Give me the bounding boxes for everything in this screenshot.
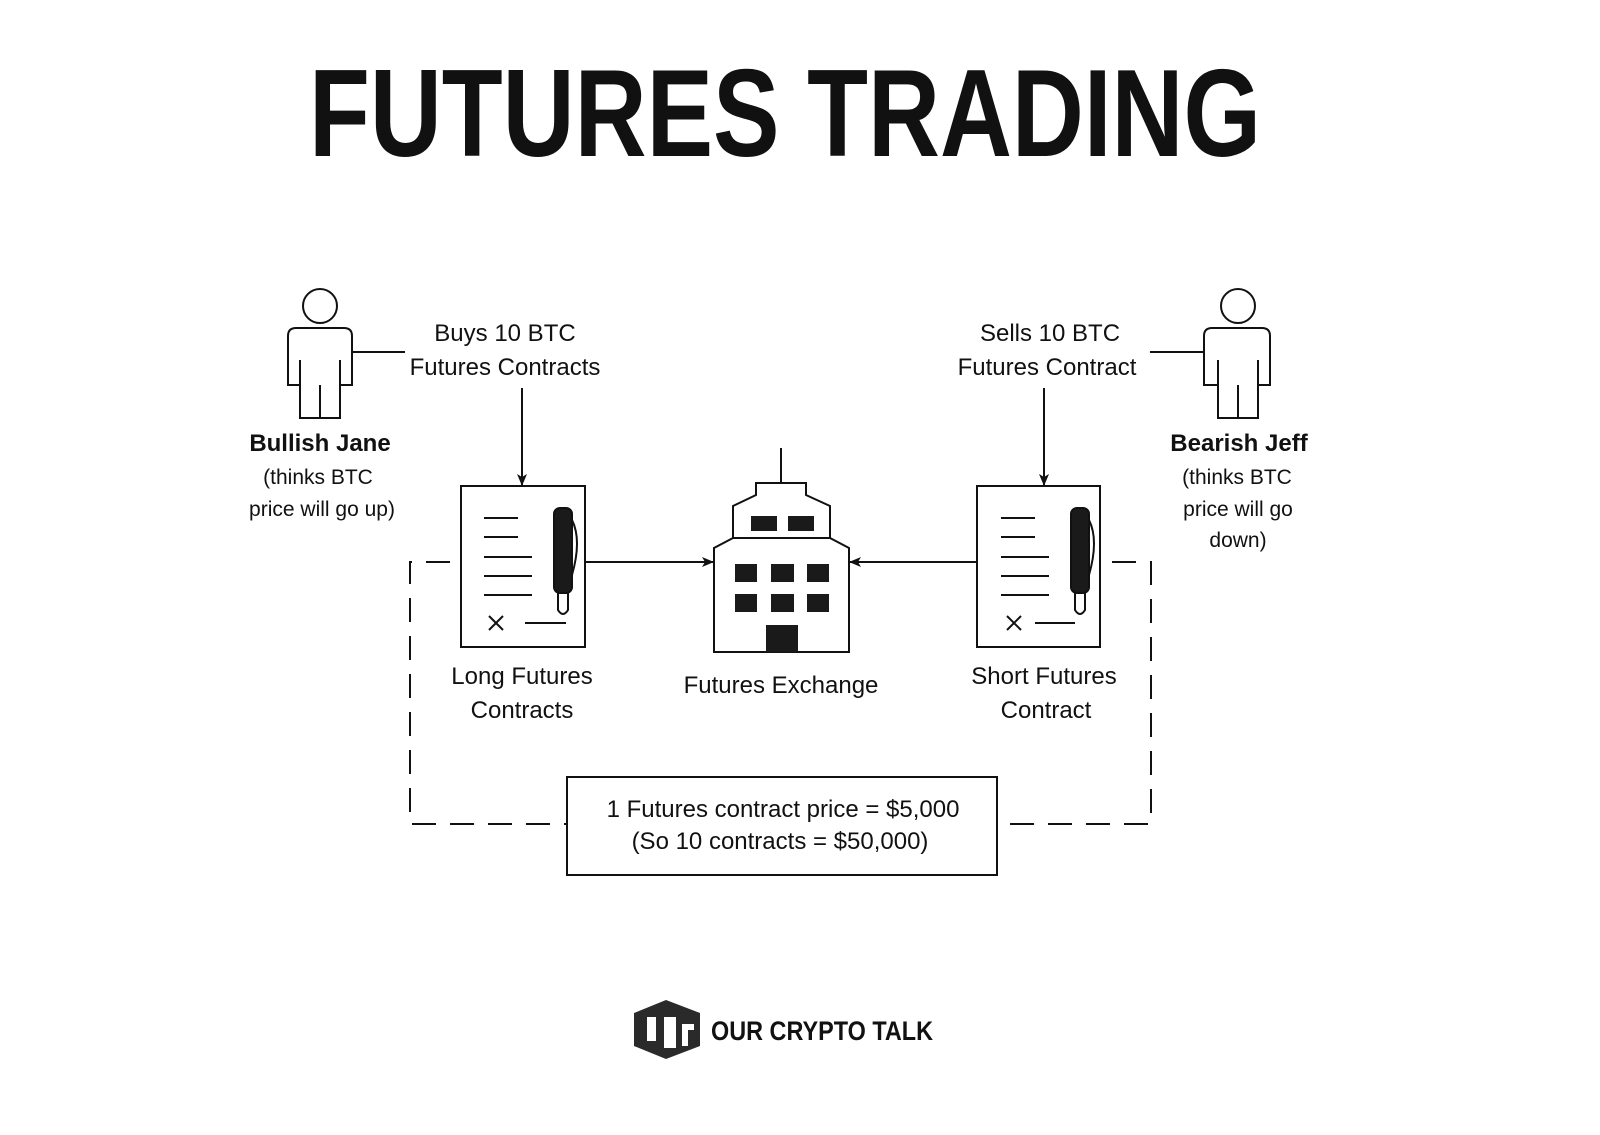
price-line1: 1 Futures contract price = $5,000 <box>607 796 960 823</box>
logo-text: OUR CRYPTO TALK <box>711 1016 933 1046</box>
buyer-action-line1: Buys 10 BTC <box>434 320 575 347</box>
dashed-link-left <box>409 561 567 825</box>
person-icon-jeff <box>1203 288 1271 419</box>
seller-note-line3: down) <box>1209 529 1266 552</box>
long-contract-label-line1: Long Futures <box>451 663 592 690</box>
price-line2: (So 10 contracts = $50,000) <box>632 828 929 855</box>
price-box <box>566 776 998 876</box>
seller-name: Bearish Jeff <box>1170 430 1308 457</box>
exchange-building-icon <box>713 448 850 653</box>
buyer-action-line2: Futures Contracts <box>410 354 601 381</box>
contract-document-icon-long <box>460 485 586 648</box>
seller-action-line2: Futures Contract <box>958 354 1137 381</box>
buyer-name: Bullish Jane <box>249 430 390 457</box>
short-contract-label-line2: Contract <box>1001 697 1092 724</box>
long-contract-label-line2: Contracts <box>471 697 574 724</box>
dashed-link-right <box>997 561 1152 825</box>
seller-note-line2: price will go <box>1183 498 1293 521</box>
short-contract-label-line1: Short Futures <box>971 663 1116 690</box>
page-title: FUTURES TRADING <box>309 45 1261 183</box>
seller-note-line1: (thinks BTC <box>1182 466 1292 489</box>
buyer-note-line2: price will go up) <box>249 498 395 521</box>
buyer-note-line1: (thinks BTC <box>263 466 373 489</box>
logo-icon <box>634 1000 700 1059</box>
exchange-label: Futures Exchange <box>684 672 879 699</box>
contract-document-icon-short <box>976 485 1101 648</box>
person-icon-jane <box>287 288 353 419</box>
seller-action-line1: Sells 10 BTC <box>980 320 1120 347</box>
